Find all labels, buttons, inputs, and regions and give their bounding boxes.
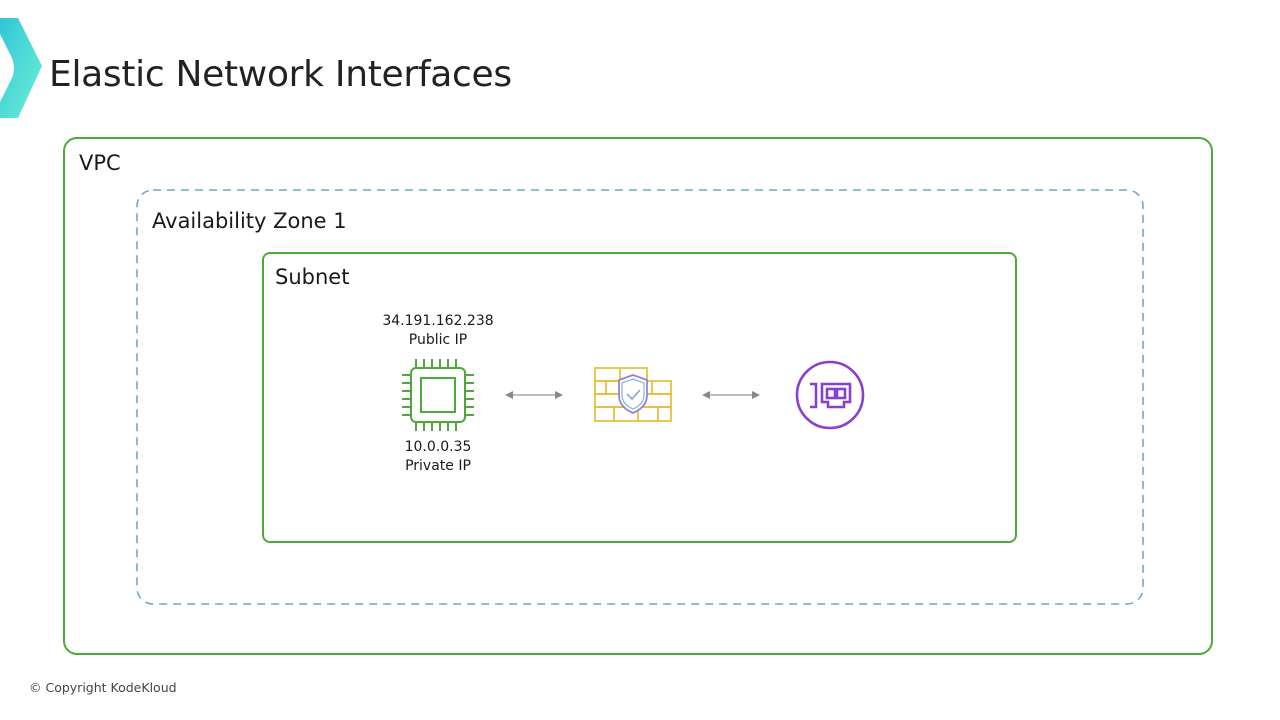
kodekloud-logo-icon: [0, 18, 42, 118]
private-ip-value: 10.0.0.35: [404, 439, 472, 455]
public-ip-value: 34.191.162.238: [382, 313, 494, 329]
public-ip-label: Public IP: [408, 332, 468, 348]
subnet-label: Subnet: [275, 265, 350, 289]
az-dashed-border: [136, 189, 1144, 605]
bidirectional-arrow-icon: [505, 391, 563, 399]
slide-title: Elastic Network Interfaces: [49, 54, 512, 95]
subnet-container: Subnet: [262, 252, 1017, 543]
ec2-instance-chip-icon[interactable]: [400, 359, 476, 431]
network-interface-card-icon[interactable]: [794, 359, 866, 431]
bidirectional-arrow-icon: [702, 391, 760, 399]
az-label: Availability Zone 1: [152, 209, 347, 233]
firewall-shield-icon[interactable]: [594, 367, 672, 423]
vpc-label: VPC: [79, 151, 121, 175]
private-ip-block: 10.0.0.35 Private IP: [368, 438, 508, 476]
vpc-container: VPC: [63, 137, 1213, 655]
copyright-text: © Copyright KodeKloud: [29, 680, 177, 695]
private-ip-label: Private IP: [405, 458, 471, 474]
public-ip-block: 34.191.162.238 Public IP: [368, 312, 508, 350]
availability-zone-container: Availability Zone 1: [136, 189, 1144, 605]
